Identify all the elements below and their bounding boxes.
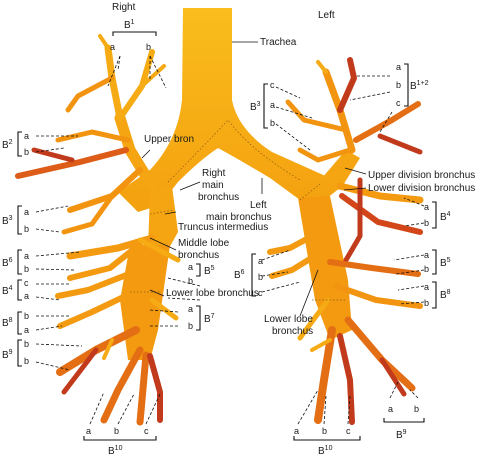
sub-label: b <box>24 264 29 274</box>
sub-label: b <box>24 147 29 157</box>
side-right-label: Right <box>112 2 136 13</box>
sub-label: b <box>270 118 275 128</box>
b9-left-label: B9 <box>396 429 407 441</box>
left-main-label-2: main bronchus <box>206 212 272 223</box>
sub-label: a <box>188 304 193 314</box>
lower-division-label: Lower division bronchus <box>368 183 475 194</box>
sub-label: b <box>424 298 429 308</box>
brackets <box>17 31 437 441</box>
sub-label: a <box>424 282 429 292</box>
trachea-label: Trachea <box>260 37 297 48</box>
sub-label: a <box>110 42 115 52</box>
sub-label: b <box>188 321 193 331</box>
side-left-label: Left <box>318 10 335 21</box>
b4-left-label: B4 <box>440 211 451 223</box>
sub-label: a <box>24 207 29 217</box>
left-main-label-1: Left <box>250 200 267 211</box>
left-upper-stem <box>322 150 360 190</box>
sub-label: b <box>146 42 151 52</box>
right-lower-lobe-label: Lower lobe bronchus <box>166 288 259 299</box>
right-main-label-2: main <box>202 180 224 191</box>
subsegment-letters: a b a b a b a b c a b a b b a b a b a b … <box>24 42 429 436</box>
sub-label: a <box>388 404 393 414</box>
b8-left-label: B8 <box>440 289 451 301</box>
middle-lobe-label-2: bronchus <box>178 250 219 261</box>
truncus-label: Truncus intermedius <box>178 222 268 233</box>
sub-label: a <box>258 256 263 266</box>
sub-label: c <box>396 98 401 108</box>
sub-label: b <box>396 80 401 90</box>
branches <box>15 34 424 426</box>
b8-right-label: B8 <box>2 317 13 329</box>
middle-lobe-label-1: Middle lobe <box>178 238 230 249</box>
sub-label: c <box>258 288 263 298</box>
right-main-label-1: Right <box>202 168 226 179</box>
left-lower-lobe-label-1: Lower lobe <box>264 314 313 325</box>
b4-right-label: B4 <box>2 285 13 297</box>
sub-label: b <box>258 272 263 282</box>
b10-left-label: B10 <box>318 445 333 457</box>
sub-label: a <box>24 325 29 335</box>
b6-right-label: B6 <box>2 257 13 269</box>
right-upper-lobe-label: Upper bron <box>144 134 194 145</box>
b6-left-label: B6 <box>234 269 245 281</box>
sub-label: a <box>294 426 299 436</box>
b7-label: B7 <box>204 313 215 325</box>
right-lower-trunk <box>120 245 170 360</box>
b5-left-label: B5 <box>440 257 451 269</box>
truncus-shape <box>148 186 178 250</box>
left-lower-trunk <box>298 196 352 340</box>
trachea-shape <box>118 8 340 212</box>
sub-label: a <box>24 251 29 261</box>
b5-right-label: B5 <box>204 265 215 277</box>
sub-label: b <box>24 339 29 349</box>
sub-label: b <box>188 276 193 286</box>
sub-label: b <box>414 404 419 414</box>
sub-label: b <box>424 218 429 228</box>
sub-label: c <box>270 80 275 90</box>
sub-label: b <box>424 264 429 274</box>
sub-label: b <box>114 426 119 436</box>
b12-label: B1+2 <box>410 80 429 92</box>
sub-label: a <box>270 100 275 110</box>
sub-label: c <box>346 426 351 436</box>
leader-lines <box>35 41 425 425</box>
sub-label: a <box>396 62 401 72</box>
sub-label: b <box>24 224 29 234</box>
upper-division-label: Upper division bronchus <box>368 170 475 181</box>
b3-right-label: B3 <box>2 215 13 227</box>
b2-label: B2 <box>2 139 13 151</box>
right-main-label-3: bronchus <box>198 192 239 203</box>
sub-label: a <box>86 426 91 436</box>
sub-label: a <box>24 291 29 301</box>
b9-right-label: B9 <box>2 349 13 361</box>
left-lower-lobe-label-2: bronchus <box>272 326 313 337</box>
b10-right-label: B10 <box>108 445 123 457</box>
sub-label: a <box>424 250 429 260</box>
sub-label: a <box>24 131 29 141</box>
b1-label: B1 <box>124 19 135 31</box>
sub-label: b <box>24 311 29 321</box>
sub-label: a <box>424 202 429 212</box>
sub-label: a <box>188 262 193 272</box>
sub-label: c <box>144 426 149 436</box>
sub-label: c <box>24 278 29 288</box>
sub-label: b <box>24 356 29 366</box>
sub-label: b <box>322 426 327 436</box>
b3-left-label: B3 <box>250 101 261 113</box>
